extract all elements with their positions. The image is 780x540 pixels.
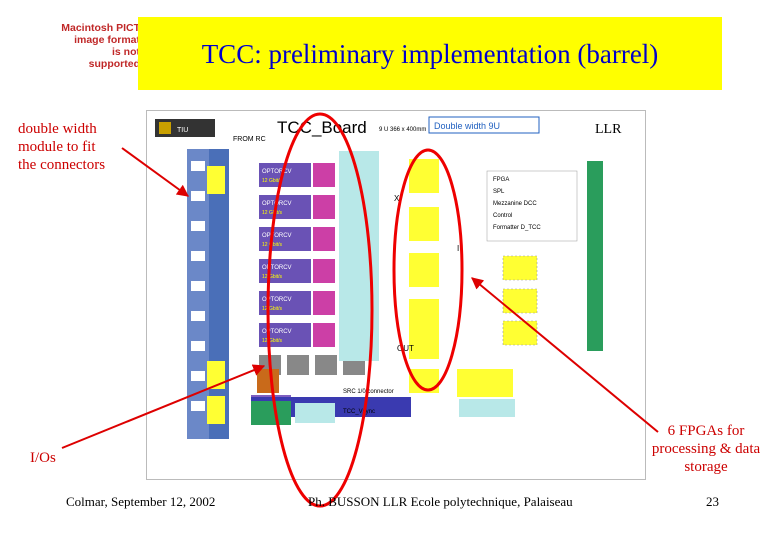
from-rc-label: FROM RC <box>233 136 266 143</box>
arrow-fpgas <box>471 277 659 433</box>
footer-center: Ph. BUSSON LLR Ecole polytechnique, Pala… <box>308 494 573 509</box>
right-annotation-line-3: storage <box>684 459 728 475</box>
svg-text:12 Gbit/s: 12 Gbit/s <box>262 210 283 216</box>
svg-text:I: I <box>457 244 459 253</box>
right-annotation: 6 FPGAs for processing & data storage <box>636 422 776 476</box>
svg-text:OPTORCV: OPTORCV <box>262 233 292 239</box>
svg-text:X: X <box>394 194 400 203</box>
bottom-teal-block <box>459 399 515 417</box>
unsupported-image-notice: Macintosh PICT image format is not suppo… <box>58 22 140 70</box>
left-annotation-line-2: module to fit <box>18 139 96 155</box>
svg-text:12 Gbit/s: 12 Gbit/s <box>262 178 283 184</box>
io-box-3 <box>207 396 225 424</box>
arrow-double-width <box>121 147 189 197</box>
left-connector-pins <box>191 161 205 411</box>
board-drawing: TIU FROM RC TCC_Board 9 U 366 x 400mm Do… <box>155 116 622 439</box>
svg-text:OPTORCV: OPTORCV <box>262 297 292 303</box>
right-annotation-line-1: 6 FPGAs for <box>667 423 745 439</box>
teal-block-bottom <box>295 403 335 423</box>
footer-left: Colmar, September 12, 2002 <box>66 494 216 509</box>
notice-line-2: image format <box>74 34 140 46</box>
svg-text:Control: Control <box>493 213 512 219</box>
svg-text:Mezzanine DCC: Mezzanine DCC <box>493 201 537 207</box>
control-block <box>486 170 578 242</box>
svg-text:Formatter D_TCC: Formatter D_TCC <box>493 225 541 231</box>
left-annotation: double width module to fit the connector… <box>18 120 105 174</box>
dashed-modules <box>502 255 538 346</box>
board-dims: 9 U 366 x 400mm <box>379 127 426 133</box>
green-bar <box>587 161 603 351</box>
board-diagram: TIU FROM RC TCC_Board 9 U 366 x 400mm Do… <box>146 110 646 480</box>
ios-label: I/Os <box>30 450 56 466</box>
left-annotation-line-3: the connectors <box>18 157 106 173</box>
magenta-connectors <box>313 163 335 347</box>
svg-text:OPTORCV: OPTORCV <box>262 329 292 335</box>
right-annotation-line-2: processing & data <box>651 441 761 457</box>
tcc-vsync-label: TCC_Vsync <box>343 409 375 415</box>
svg-text:12 Gbit/s: 12 Gbit/s <box>262 274 283 280</box>
green-block-bottom <box>251 401 291 425</box>
arrow-ios <box>61 364 266 449</box>
svg-text:12 Gbit/s: 12 Gbit/s <box>262 338 283 344</box>
slide-title: TCC: preliminary implementation (barrel) <box>201 39 659 69</box>
svg-text:OPTORCV: OPTORCV <box>262 169 292 175</box>
out-label: OUT <box>397 344 414 353</box>
svg-text:FPGA: FPGA <box>493 177 509 183</box>
tiu-label: TIU <box>177 127 188 134</box>
notice-line-3: is not supported <box>88 46 140 70</box>
bottom-yellow-block <box>457 369 513 397</box>
io-box-2 <box>207 361 225 389</box>
svg-text:OPTORCV: OPTORCV <box>262 265 292 271</box>
left-annotation-line-1: double width <box>18 121 97 137</box>
notice-line-1: Macintosh PICT <box>61 22 140 34</box>
memory-highlight-ellipse <box>392 148 464 392</box>
double-width-label: Double width 9U <box>434 121 500 131</box>
title-box: TCC: preliminary implementation (barrel) <box>138 17 722 90</box>
svg-text:12 Gbit/s: 12 Gbit/s <box>262 306 283 312</box>
footer-page-number: 23 <box>706 494 719 509</box>
fpga-highlight-ellipse <box>266 112 374 508</box>
io-box-1 <box>207 166 225 194</box>
svg-text:SPL: SPL <box>493 189 505 195</box>
llr-logo: LLR <box>595 122 622 137</box>
double-width-box <box>428 116 540 134</box>
